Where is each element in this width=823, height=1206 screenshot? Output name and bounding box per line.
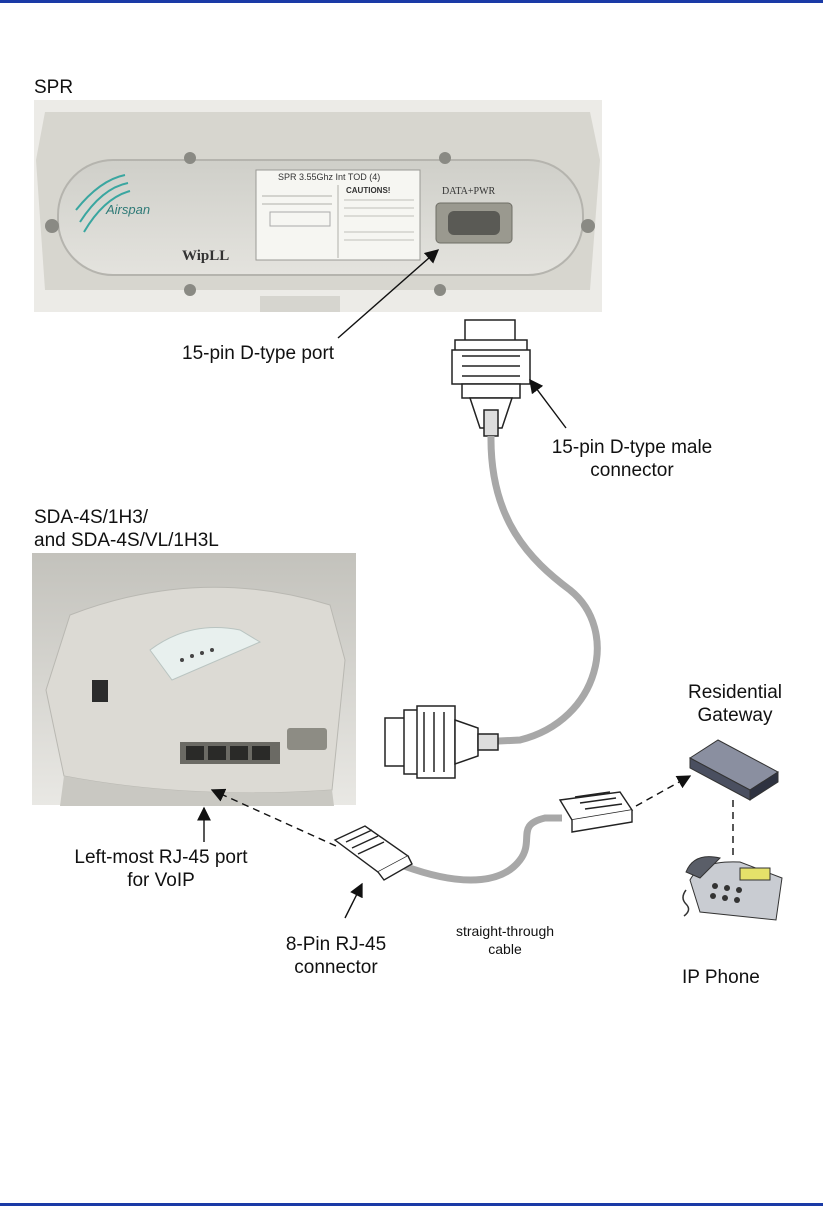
spr-label: SPR <box>34 76 73 99</box>
rj45-connector-right <box>560 792 632 832</box>
wipll-model: WipLL <box>182 248 229 265</box>
sda-line2: and SDA-4S/VL/1H3L <box>34 529 219 552</box>
sda-line1: SDA-4S/1H3/ <box>34 506 219 529</box>
d-port-label: 15-pin D-type port <box>182 342 334 365</box>
gateway-line2: Gateway <box>660 704 810 727</box>
d-type-male-connector-bottom <box>385 706 498 778</box>
dashed-link-rj45-gateway <box>636 776 690 806</box>
cable-line2: cable <box>424 940 586 958</box>
rj45-port-label: Left-most RJ-45 port for VoIP <box>36 846 286 892</box>
cable-label: straight-through cable <box>424 922 586 958</box>
rj45-port-line2: for VoIP <box>36 869 286 892</box>
gateway-line1: Residential <box>660 681 810 704</box>
arrow-d-male <box>530 380 566 428</box>
d-male-line2: connector <box>528 459 736 482</box>
ip-phone-icon <box>683 857 782 920</box>
rj45-connector-left <box>335 826 412 880</box>
sticker-title: SPR 3.55Ghz Int TOD (4) <box>278 172 380 182</box>
residential-gateway-icon <box>690 740 778 800</box>
rj45-cable <box>404 818 562 880</box>
rj45-conn-line2: connector <box>262 956 410 979</box>
airspan-brand: Airspan <box>106 202 150 217</box>
data-pwr-label: DATA+PWR <box>442 186 495 197</box>
gateway-label: Residential Gateway <box>660 681 810 727</box>
ip-phone-label: IP Phone <box>682 966 760 989</box>
cable-line1: straight-through <box>424 922 586 940</box>
rj45-port-line1: Left-most RJ-45 port <box>36 846 286 869</box>
cautions-text: CAUTIONS! <box>346 186 390 195</box>
sda-unit-photo <box>32 553 356 806</box>
d-male-connector-label: 15-pin D-type male connector <box>528 436 736 482</box>
sda-label: SDA-4S/1H3/ and SDA-4S/VL/1H3L <box>34 506 219 552</box>
rj45-conn-line1: 8-Pin RJ-45 <box>262 933 410 956</box>
d-male-line1: 15-pin D-type male <box>528 436 736 459</box>
d-type-male-connector-top <box>452 320 530 436</box>
arrow-rj45-connector <box>345 884 362 918</box>
rj45-connector-label: 8-Pin RJ-45 connector <box>262 933 410 979</box>
